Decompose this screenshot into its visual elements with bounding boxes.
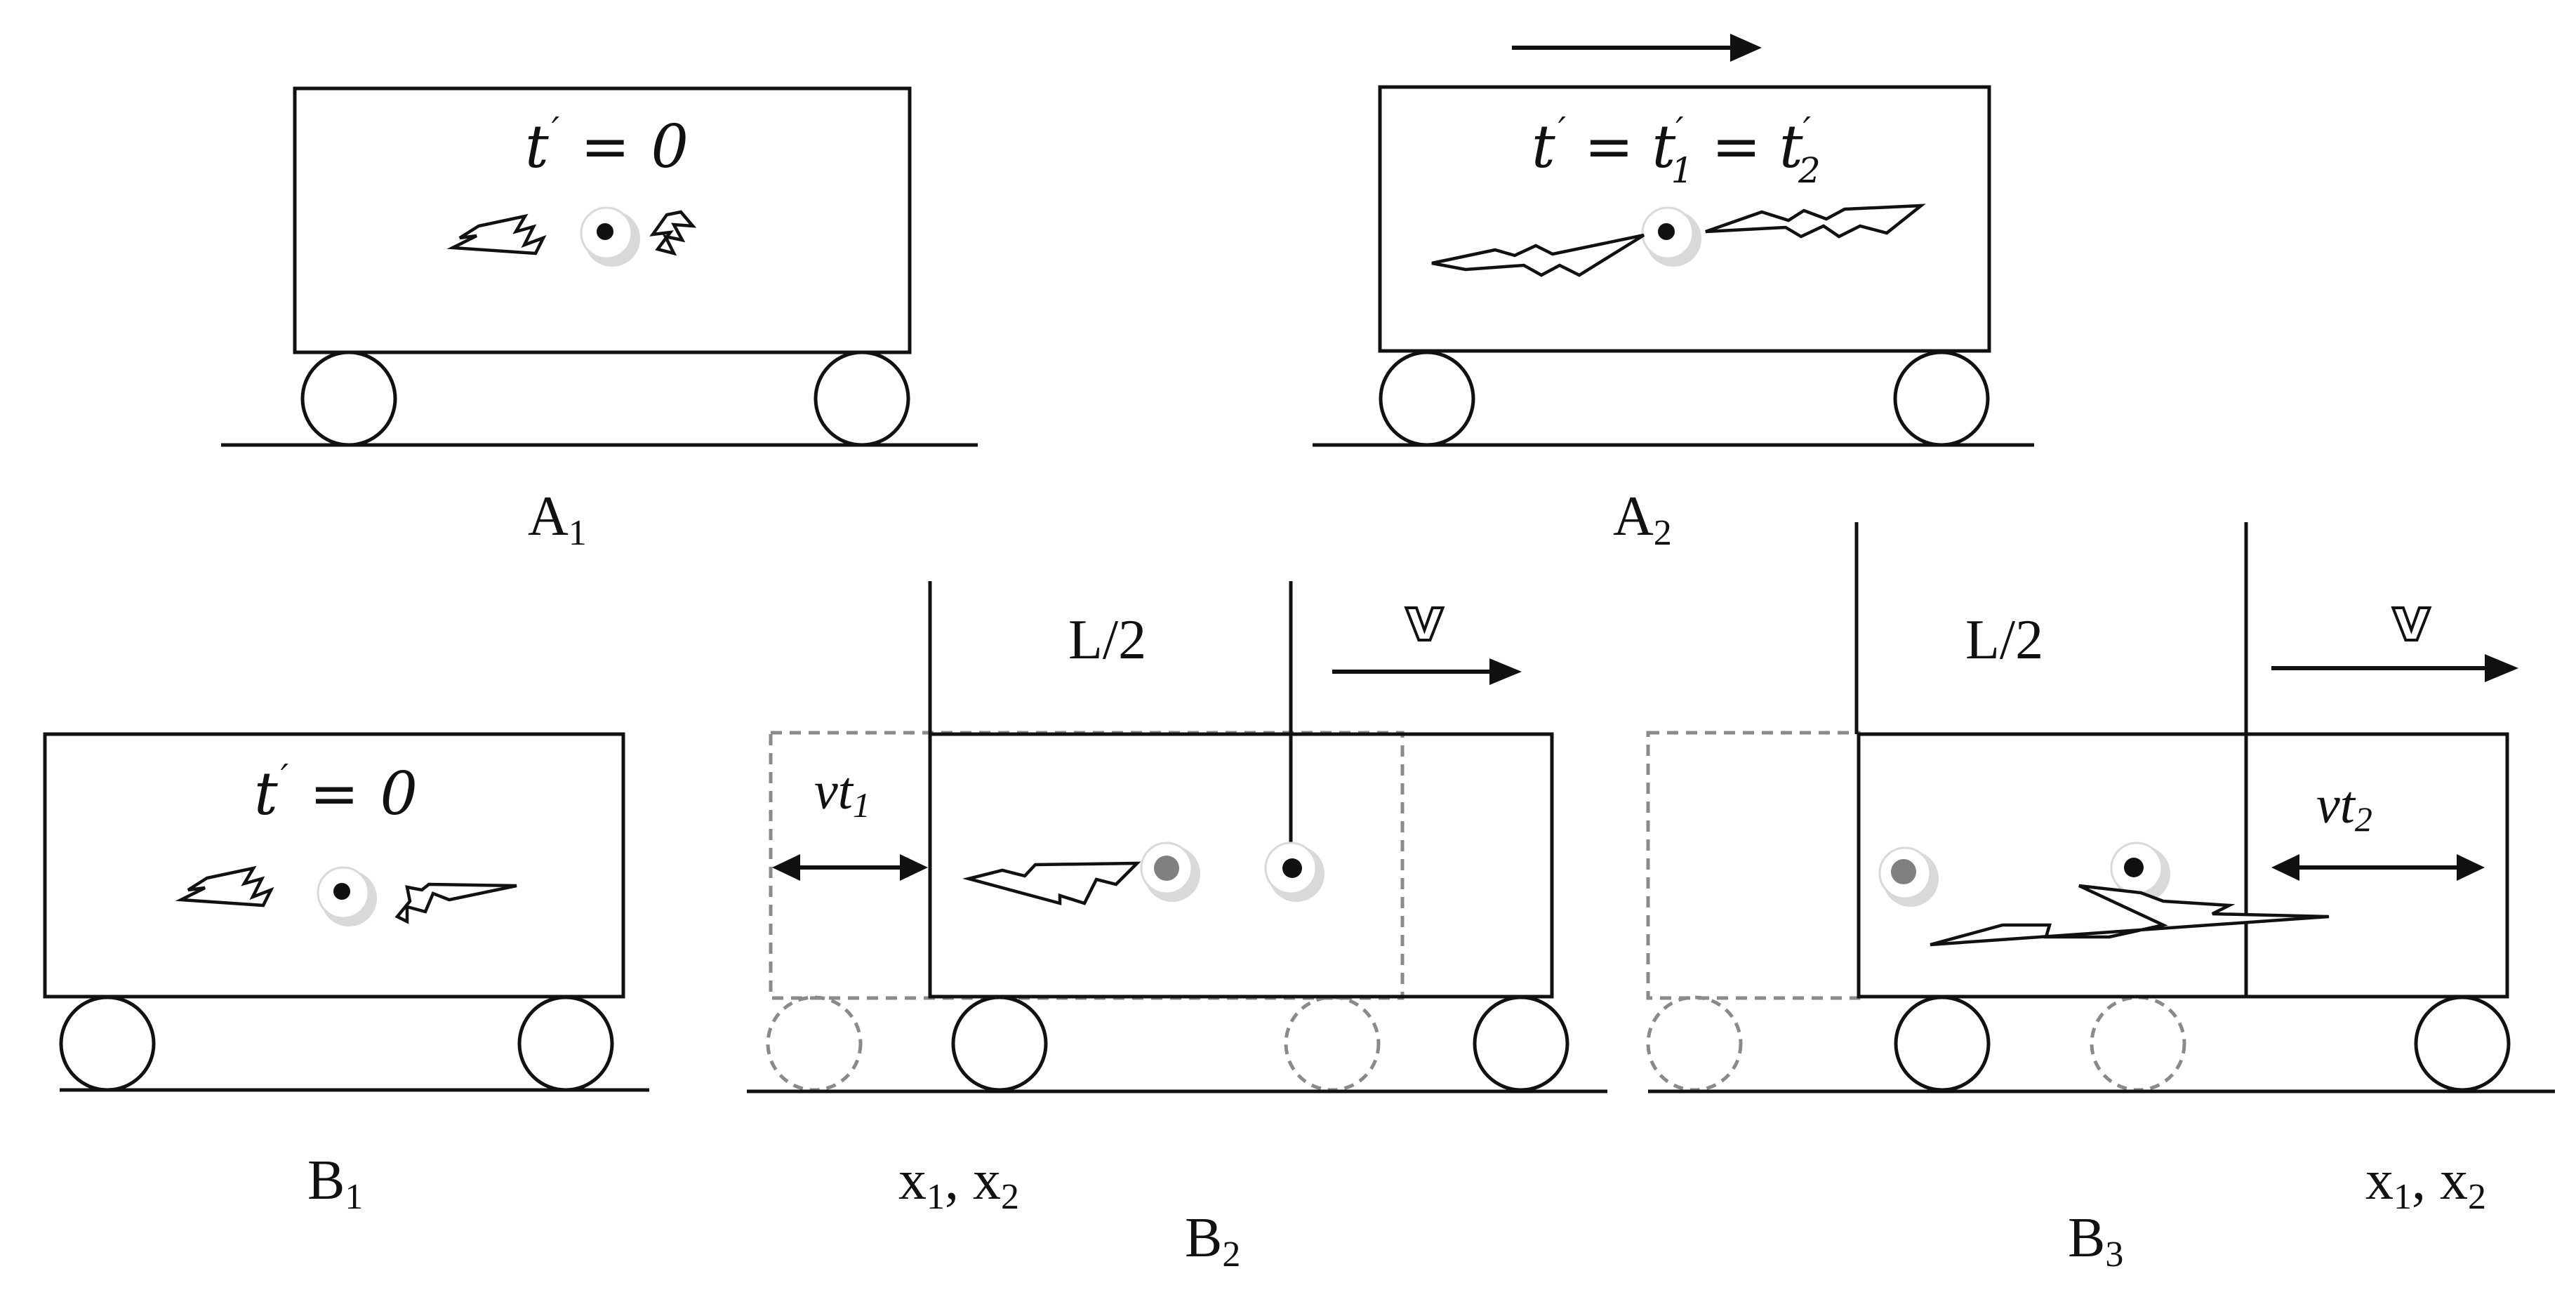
displacement-arrow-head-right bbox=[900, 854, 928, 881]
half-length-label: L/2 bbox=[1068, 609, 1146, 671]
train-car-body bbox=[293, 86, 912, 354]
velocity-arrow-head bbox=[1489, 658, 1522, 685]
half-length-label: L/2 bbox=[1965, 609, 2043, 671]
light-source-emission-point bbox=[1878, 846, 1939, 907]
train-wheel bbox=[1893, 350, 1990, 447]
light-source bbox=[580, 206, 640, 267]
panel-label-b1: B1 bbox=[307, 1150, 363, 1217]
light-source bbox=[1264, 842, 1324, 902]
panel-label-b3: B3 bbox=[2068, 1207, 2123, 1275]
train-wheel bbox=[1379, 350, 1475, 447]
train-wheel bbox=[951, 995, 1048, 1092]
ghost-train-wheel bbox=[1646, 995, 1743, 1092]
ghost-train-wheel bbox=[1284, 995, 1381, 1092]
light-flash-left bbox=[446, 213, 547, 255]
displacement-arrow-head-left bbox=[772, 854, 800, 881]
train-wheel bbox=[517, 995, 614, 1092]
displacement-arrow-head-right bbox=[2457, 854, 2485, 881]
light-flash-left bbox=[962, 861, 1141, 905]
train-car-body bbox=[1857, 732, 2509, 999]
light-source bbox=[2110, 842, 2170, 902]
panel-a1: t′=0 A1 bbox=[221, 86, 978, 553]
time-equation: t′=0 bbox=[254, 757, 418, 828]
time-equation: t′=t′1=t′2 bbox=[1532, 109, 1821, 191]
train-wheel bbox=[2414, 995, 2511, 1092]
train-wheel bbox=[59, 995, 156, 1092]
light-flash bbox=[1930, 884, 2330, 947]
train-wheel bbox=[1473, 995, 1569, 1092]
ghost-train-wheel bbox=[766, 995, 863, 1092]
light-flash-right bbox=[1705, 204, 1926, 239]
panel-b2: L/2 v vt1 x1, x2 B2 bbox=[747, 581, 1607, 1275]
train-car-body bbox=[43, 732, 625, 999]
panel-label-b2: B2 bbox=[1185, 1207, 1240, 1275]
displacement-label: vt1 bbox=[814, 762, 870, 825]
ghost-train-car bbox=[1646, 731, 1861, 1000]
time-equation: t′=0 bbox=[525, 109, 689, 181]
train-wheel bbox=[1894, 995, 1991, 1092]
train-car-body bbox=[928, 732, 1554, 999]
position-label: x1, x2 bbox=[898, 1150, 1019, 1217]
panel-b3: L/2 v vt2 x1, x2 B3 bbox=[1646, 522, 2555, 1275]
velocity-symbol: v bbox=[1405, 585, 1444, 654]
velocity-symbol: v bbox=[2392, 585, 2431, 654]
displacement-arrow-head-left bbox=[2271, 854, 2299, 881]
panel-label-a1: A1 bbox=[528, 486, 587, 553]
panel-a2: t′=t′1=t′2 A2 bbox=[1313, 34, 2034, 553]
position-label: x1, x2 bbox=[2365, 1150, 2486, 1217]
light-flash-left bbox=[1431, 233, 1645, 277]
light-flash-right bbox=[394, 882, 517, 924]
light-flash-right bbox=[649, 210, 697, 256]
train-car-body bbox=[1378, 85, 1991, 353]
light-flash-left bbox=[175, 865, 274, 907]
train-wheel bbox=[300, 350, 397, 447]
panel-b1: t′=0 B1 bbox=[43, 732, 649, 1217]
ghost-train-wheel bbox=[2090, 995, 2186, 1092]
panel-label-a2: A2 bbox=[1613, 486, 1672, 553]
motion-arrow-head bbox=[1730, 34, 1762, 62]
train-wheel bbox=[814, 350, 910, 447]
light-source bbox=[317, 866, 377, 926]
light-source-emission-point bbox=[1140, 842, 1200, 902]
velocity-arrow-head bbox=[2485, 654, 2518, 682]
displacement-label: vt2 bbox=[2316, 776, 2372, 839]
light-source bbox=[1641, 206, 1701, 267]
